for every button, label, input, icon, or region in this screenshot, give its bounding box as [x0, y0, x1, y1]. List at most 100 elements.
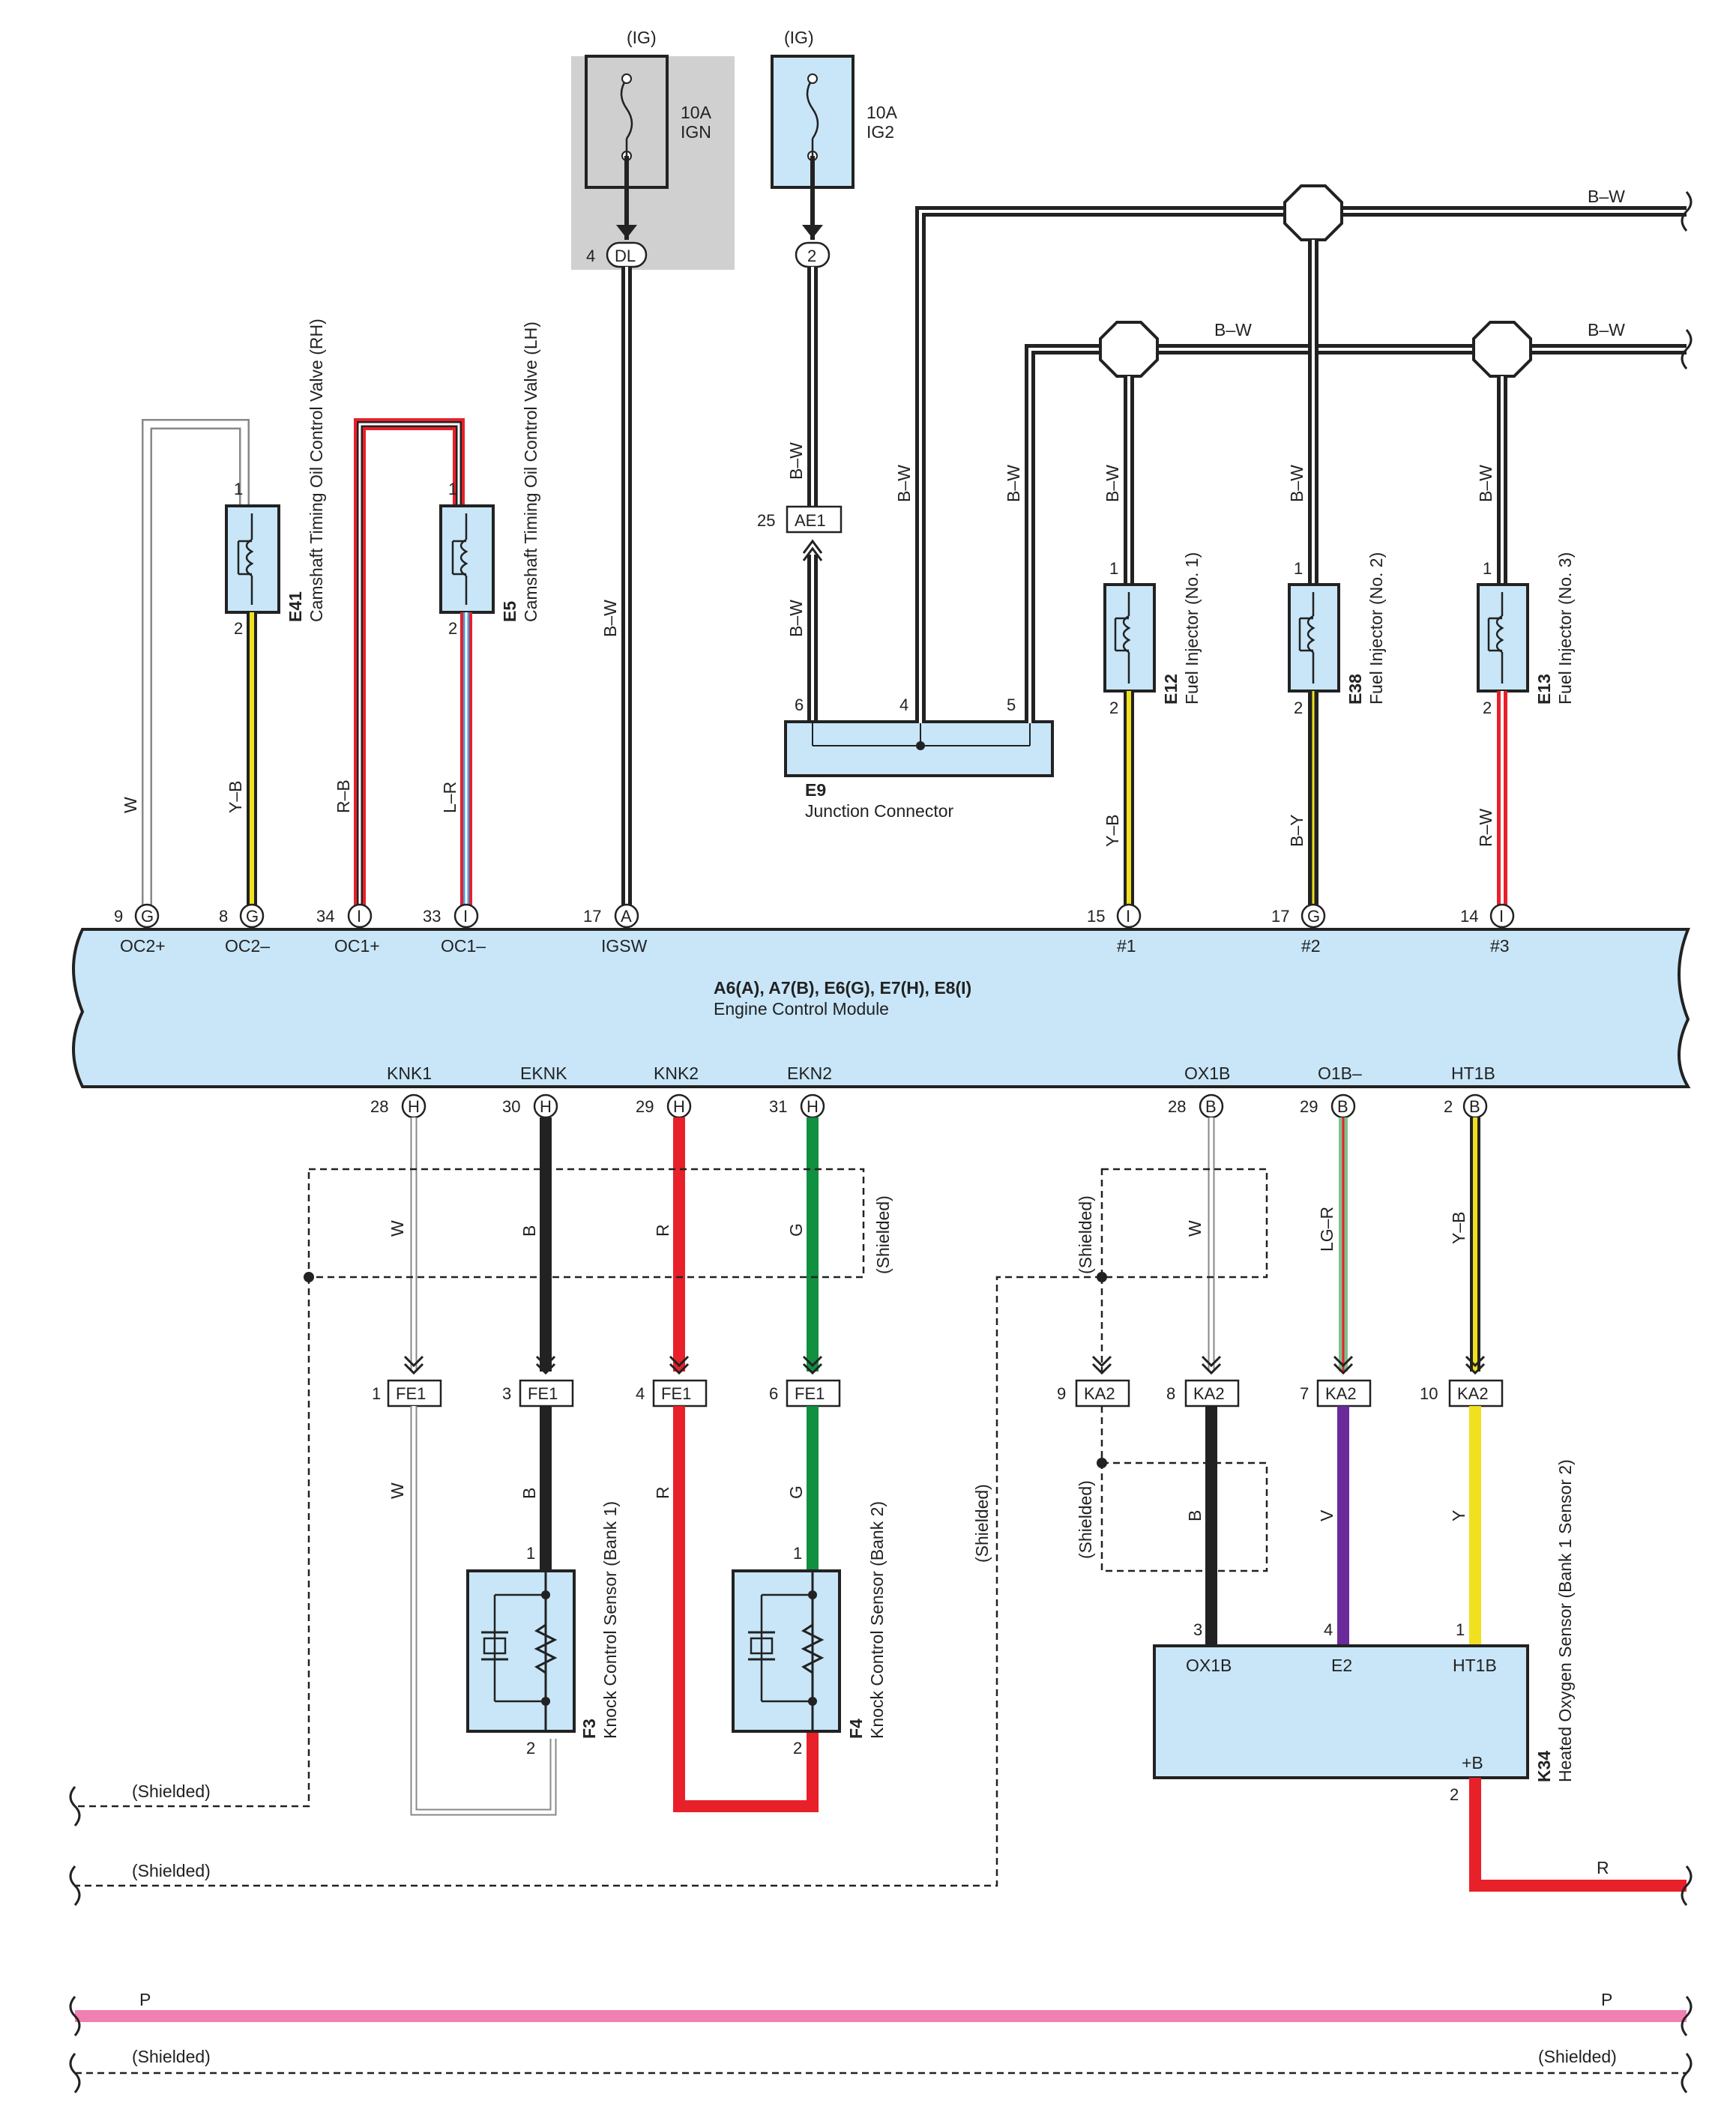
svg-text:G: G [1307, 907, 1320, 926]
svg-text:1: 1 [372, 1384, 381, 1403]
svg-text:#2: #2 [1301, 936, 1321, 956]
svg-text:29: 29 [636, 1097, 654, 1116]
wire-ig2-top-label: B–W [786, 442, 806, 480]
wire-oc2m-label: Y–B [226, 781, 245, 813]
wire-ig2-bot-label: B–W [786, 600, 806, 637]
ecm-bottom-pin: KNK1 H 28 [370, 1064, 432, 1119]
wire-inj2-top-label: B–W [1287, 465, 1306, 502]
ecm-top-pin: I 34 OC1+ [316, 903, 380, 956]
e38-fuel-injector-2 [1288, 583, 1340, 693]
k34-name: Heated Oxygen Sensor (Bank 1 Sensor 2) [1555, 1459, 1575, 1782]
fuse-ign-amp: 10A [681, 103, 712, 122]
f4-name: Knock Control Sensor (Bank 2) [867, 1501, 887, 1739]
shield-left-label-1: (Shielded) [132, 1781, 211, 1801]
wire-e9-4-label: B–W [894, 465, 914, 502]
wire-oc1p [354, 418, 465, 905]
shield-o2-b-label: (Shielded) [1076, 1480, 1095, 1559]
f3-knock-sensor-bank1 [466, 1569, 576, 1733]
shield-o2-b [1100, 1461, 1268, 1572]
wire-inj3-top-label: B–W [1476, 465, 1495, 502]
e13-pin2: 2 [1483, 699, 1492, 717]
ecm-name: Engine Control Module [714, 999, 889, 1019]
ecm-top-pin: I 15 #1 [1087, 903, 1142, 956]
shield-o2-label: (Shielded) [1076, 1195, 1095, 1274]
svg-text:FE1: FE1 [661, 1384, 691, 1403]
k34-term-e2: E2 [1331, 1656, 1352, 1675]
connector-fe1: FE1 1 [372, 1355, 442, 1408]
wire-knk2-b-label: R [653, 1486, 672, 1499]
e41-pin1: 1 [234, 480, 243, 498]
e9-pin5: 5 [1007, 696, 1016, 714]
wire-ox1b-a-label: W [1185, 1220, 1205, 1237]
svg-text:28: 28 [1168, 1097, 1186, 1116]
k34-term-ox1b: OX1B [1186, 1656, 1232, 1675]
svg-text:H: H [807, 1097, 819, 1116]
e12-code: E12 [1161, 674, 1181, 705]
svg-text:KA2: KA2 [1325, 1384, 1357, 1403]
e13-fuel-injector-3 [1477, 583, 1529, 693]
splice-inj3 [1472, 321, 1532, 378]
connector-ae1-label: AE1 [795, 511, 826, 530]
wire-knk2-b [673, 1406, 819, 1812]
wire-oc2p-label: W [121, 797, 140, 813]
svg-text:OX1B: OX1B [1184, 1064, 1230, 1083]
e12-name: Fuel Injector (No. 1) [1182, 552, 1202, 705]
svg-text:FE1: FE1 [528, 1384, 558, 1403]
splice-top [1283, 184, 1343, 241]
wire-k34-out [1469, 1778, 1687, 1892]
e38-code: E38 [1345, 674, 1365, 705]
svg-text:G: G [141, 907, 154, 926]
svg-text:10: 10 [1420, 1384, 1438, 1403]
svg-text:4: 4 [636, 1384, 645, 1403]
svg-text:KA2: KA2 [1084, 1384, 1115, 1403]
shield-o2 [1100, 1168, 1268, 1279]
svg-text:I: I [1499, 907, 1504, 926]
wire-e9-5-label: B–W [1004, 465, 1023, 502]
wire-k34-out-label: R [1597, 1858, 1609, 1877]
shield-knock [307, 1168, 865, 1279]
e38-pin1: 1 [1294, 559, 1303, 578]
svg-text:29: 29 [1300, 1097, 1318, 1116]
connector-ka2: KA2 9 [1057, 1379, 1130, 1408]
svg-text:KNK2: KNK2 [654, 1064, 699, 1083]
svg-text:OC1+: OC1+ [334, 936, 380, 956]
connector-dl-label: DL [615, 247, 636, 265]
e12-pin1: 1 [1109, 559, 1118, 578]
wire-oc1p-label: R–B [334, 779, 353, 813]
svg-text:I: I [1126, 907, 1130, 926]
svg-text:9: 9 [1057, 1384, 1066, 1403]
f4-knock-sensor-bank2 [732, 1569, 841, 1733]
e38-name: Fuel Injector (No. 2) [1366, 552, 1386, 705]
e5-name: Camshaft Timing Oil Control Valve (LH) [521, 322, 540, 622]
svg-text:IGSW: IGSW [601, 936, 648, 956]
e38-pin2: 2 [1294, 699, 1303, 717]
svg-text:OC1–: OC1– [441, 936, 486, 956]
svg-text:30: 30 [502, 1097, 520, 1116]
fuse-ign-ig: (IG) [627, 28, 657, 47]
ecm-body [72, 928, 1691, 1088]
svg-text:EKNK: EKNK [520, 1064, 567, 1083]
e13-name: Fuel Injector (No. 3) [1555, 552, 1575, 705]
e5-code: E5 [500, 601, 519, 622]
svg-text:FE1: FE1 [795, 1384, 825, 1403]
svg-text:KNK1: KNK1 [387, 1064, 432, 1083]
e5-pin1: 1 [448, 480, 457, 498]
svg-text:6: 6 [769, 1384, 778, 1403]
connector-ig2-pin-label: 2 [807, 247, 816, 265]
f4-pin1: 1 [793, 1544, 802, 1563]
ecm-top-pin: I 14 #3 [1460, 903, 1515, 956]
svg-text:#3: #3 [1490, 936, 1510, 956]
svg-text:7: 7 [1300, 1384, 1309, 1403]
svg-text:H: H [673, 1097, 685, 1116]
fuse-ig2-ig: (IG) [784, 28, 814, 47]
wire-pink-left-label: P [139, 1990, 151, 2009]
shield-line-1 [75, 1277, 310, 1808]
e41-valve-rh [225, 504, 280, 614]
f3-pin1: 1 [526, 1544, 535, 1563]
shield-line-2 [75, 1276, 1102, 1887]
ecm-bottom-pin: OX1B B 28 [1168, 1064, 1230, 1119]
svg-text:28: 28 [370, 1097, 388, 1116]
ecm-top-pin: G 8 OC2– [219, 903, 270, 956]
connector-ka2: KA2 10 [1420, 1355, 1504, 1408]
